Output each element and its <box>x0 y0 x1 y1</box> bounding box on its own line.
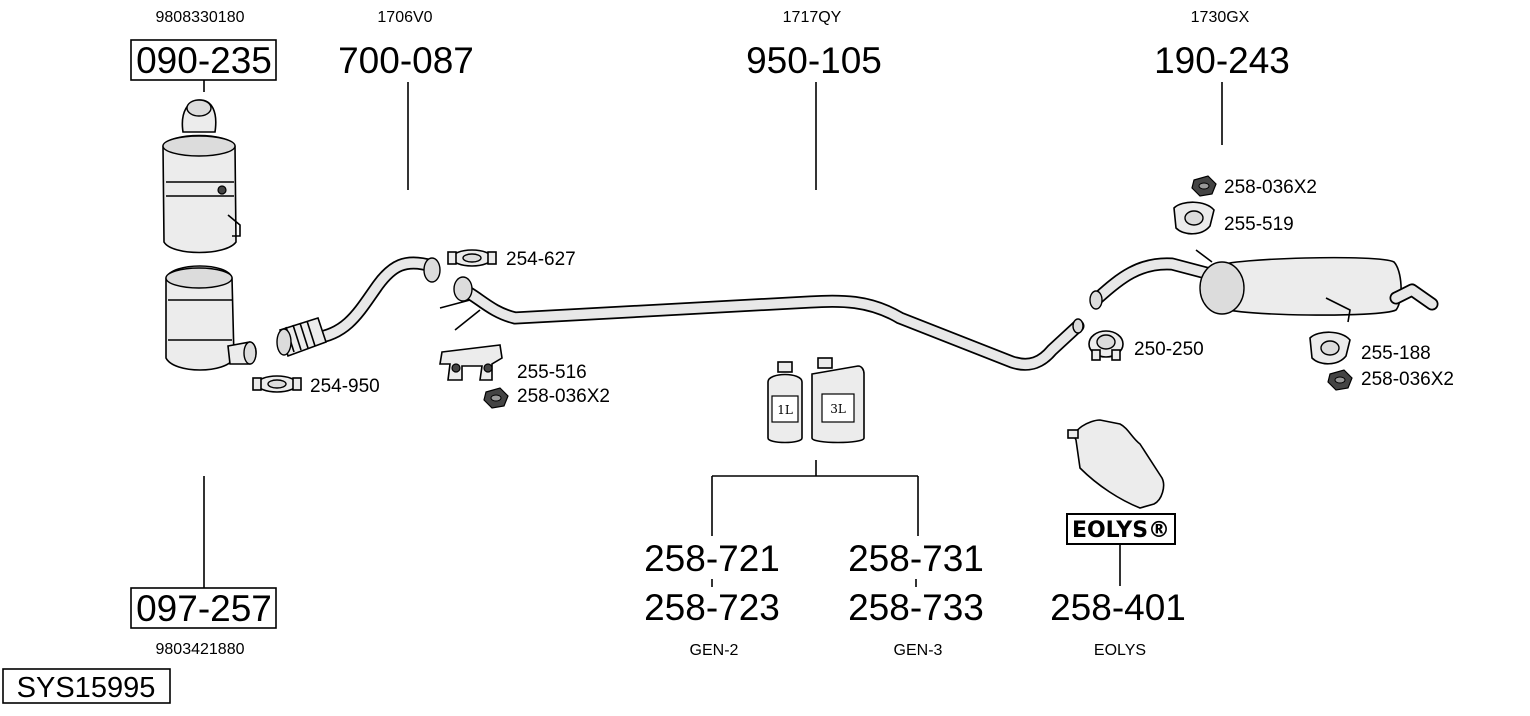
oe-number-cat-bottom: 9803421880 <box>156 641 245 658</box>
clamp-icon[interactable] <box>1088 330 1124 361</box>
oe-number-front-pipe: 1706V0 <box>377 9 432 26</box>
hanger-icon[interactable] <box>1309 331 1351 365</box>
part-number-eolys[interactable]: 258-401 <box>1050 587 1186 628</box>
system-code-box <box>2 668 171 704</box>
eolys-logo: EOLYS® <box>1072 518 1170 543</box>
middle-pipe-icon[interactable] <box>439 276 1085 371</box>
nut-icon[interactable] <box>1191 175 1217 197</box>
label-254-950[interactable]: 254-950 <box>310 376 380 397</box>
catalyst-converter-icon[interactable] <box>162 99 257 371</box>
part-number-cat-bottom[interactable]: 097-257 <box>136 588 272 629</box>
part-number-additive-gen3-b[interactable]: 258-733 <box>848 587 984 628</box>
part-number-mid-pipe[interactable]: 950-105 <box>746 40 882 81</box>
nut-icon[interactable] <box>483 387 509 409</box>
oe-number-rear-silencer: 1730GX <box>1191 9 1250 26</box>
part-number-additive-gen2-a[interactable]: 258-721 <box>644 538 780 579</box>
label-gen-2: GEN-2 <box>690 642 739 659</box>
bottle-1l-label: 1L <box>777 403 793 417</box>
label-250-250[interactable]: 250-250 <box>1134 339 1204 360</box>
nut-icon[interactable] <box>1327 369 1353 391</box>
label-254-627[interactable]: 254-627 <box>506 249 576 270</box>
part-number-additive-gen2-b[interactable]: 258-723 <box>644 587 780 628</box>
label-258-036x2-b[interactable]: 258-036X2 <box>1224 177 1317 198</box>
hanger-icon[interactable] <box>439 344 503 381</box>
part-box-cat-bottom <box>130 587 277 629</box>
additive-bottle-1l-icon[interactable]: 1L <box>767 361 803 444</box>
label-eolys: EOLYS <box>1094 642 1146 659</box>
clamp-icon[interactable] <box>447 249 497 267</box>
front-pipe-icon[interactable] <box>276 256 441 358</box>
eolys-tank-icon[interactable] <box>1067 419 1165 509</box>
label-258-036x2-a[interactable]: 258-036X2 <box>517 386 610 407</box>
label-255-516[interactable]: 255-516 <box>517 362 587 383</box>
part-number-additive-gen3-a[interactable]: 258-731 <box>848 538 984 579</box>
additive-canister-3l-icon[interactable]: 3L <box>811 357 865 444</box>
oe-number-mid-pipe: 1717QY <box>783 9 842 26</box>
part-number-cat-top[interactable]: 090-235 <box>136 40 272 81</box>
part-number-front-pipe[interactable]: 700-087 <box>338 40 474 81</box>
part-number-rear-silencer[interactable]: 190-243 <box>1154 40 1290 81</box>
hanger-icon[interactable] <box>1173 201 1215 235</box>
canister-3l-label: 3L <box>830 402 846 416</box>
label-258-036x2-c[interactable]: 258-036X2 <box>1361 369 1454 390</box>
eolys-logo-box <box>1066 513 1176 545</box>
rear-silencer-icon[interactable] <box>1089 249 1439 323</box>
clamp-icon[interactable] <box>252 375 302 393</box>
label-gen-3: GEN-3 <box>894 642 943 659</box>
oe-number-cat-top: 9808330180 <box>156 9 245 26</box>
label-255-519[interactable]: 255-519 <box>1224 214 1294 235</box>
label-255-188[interactable]: 255-188 <box>1361 343 1431 364</box>
system-code: SYS15995 <box>17 672 156 704</box>
